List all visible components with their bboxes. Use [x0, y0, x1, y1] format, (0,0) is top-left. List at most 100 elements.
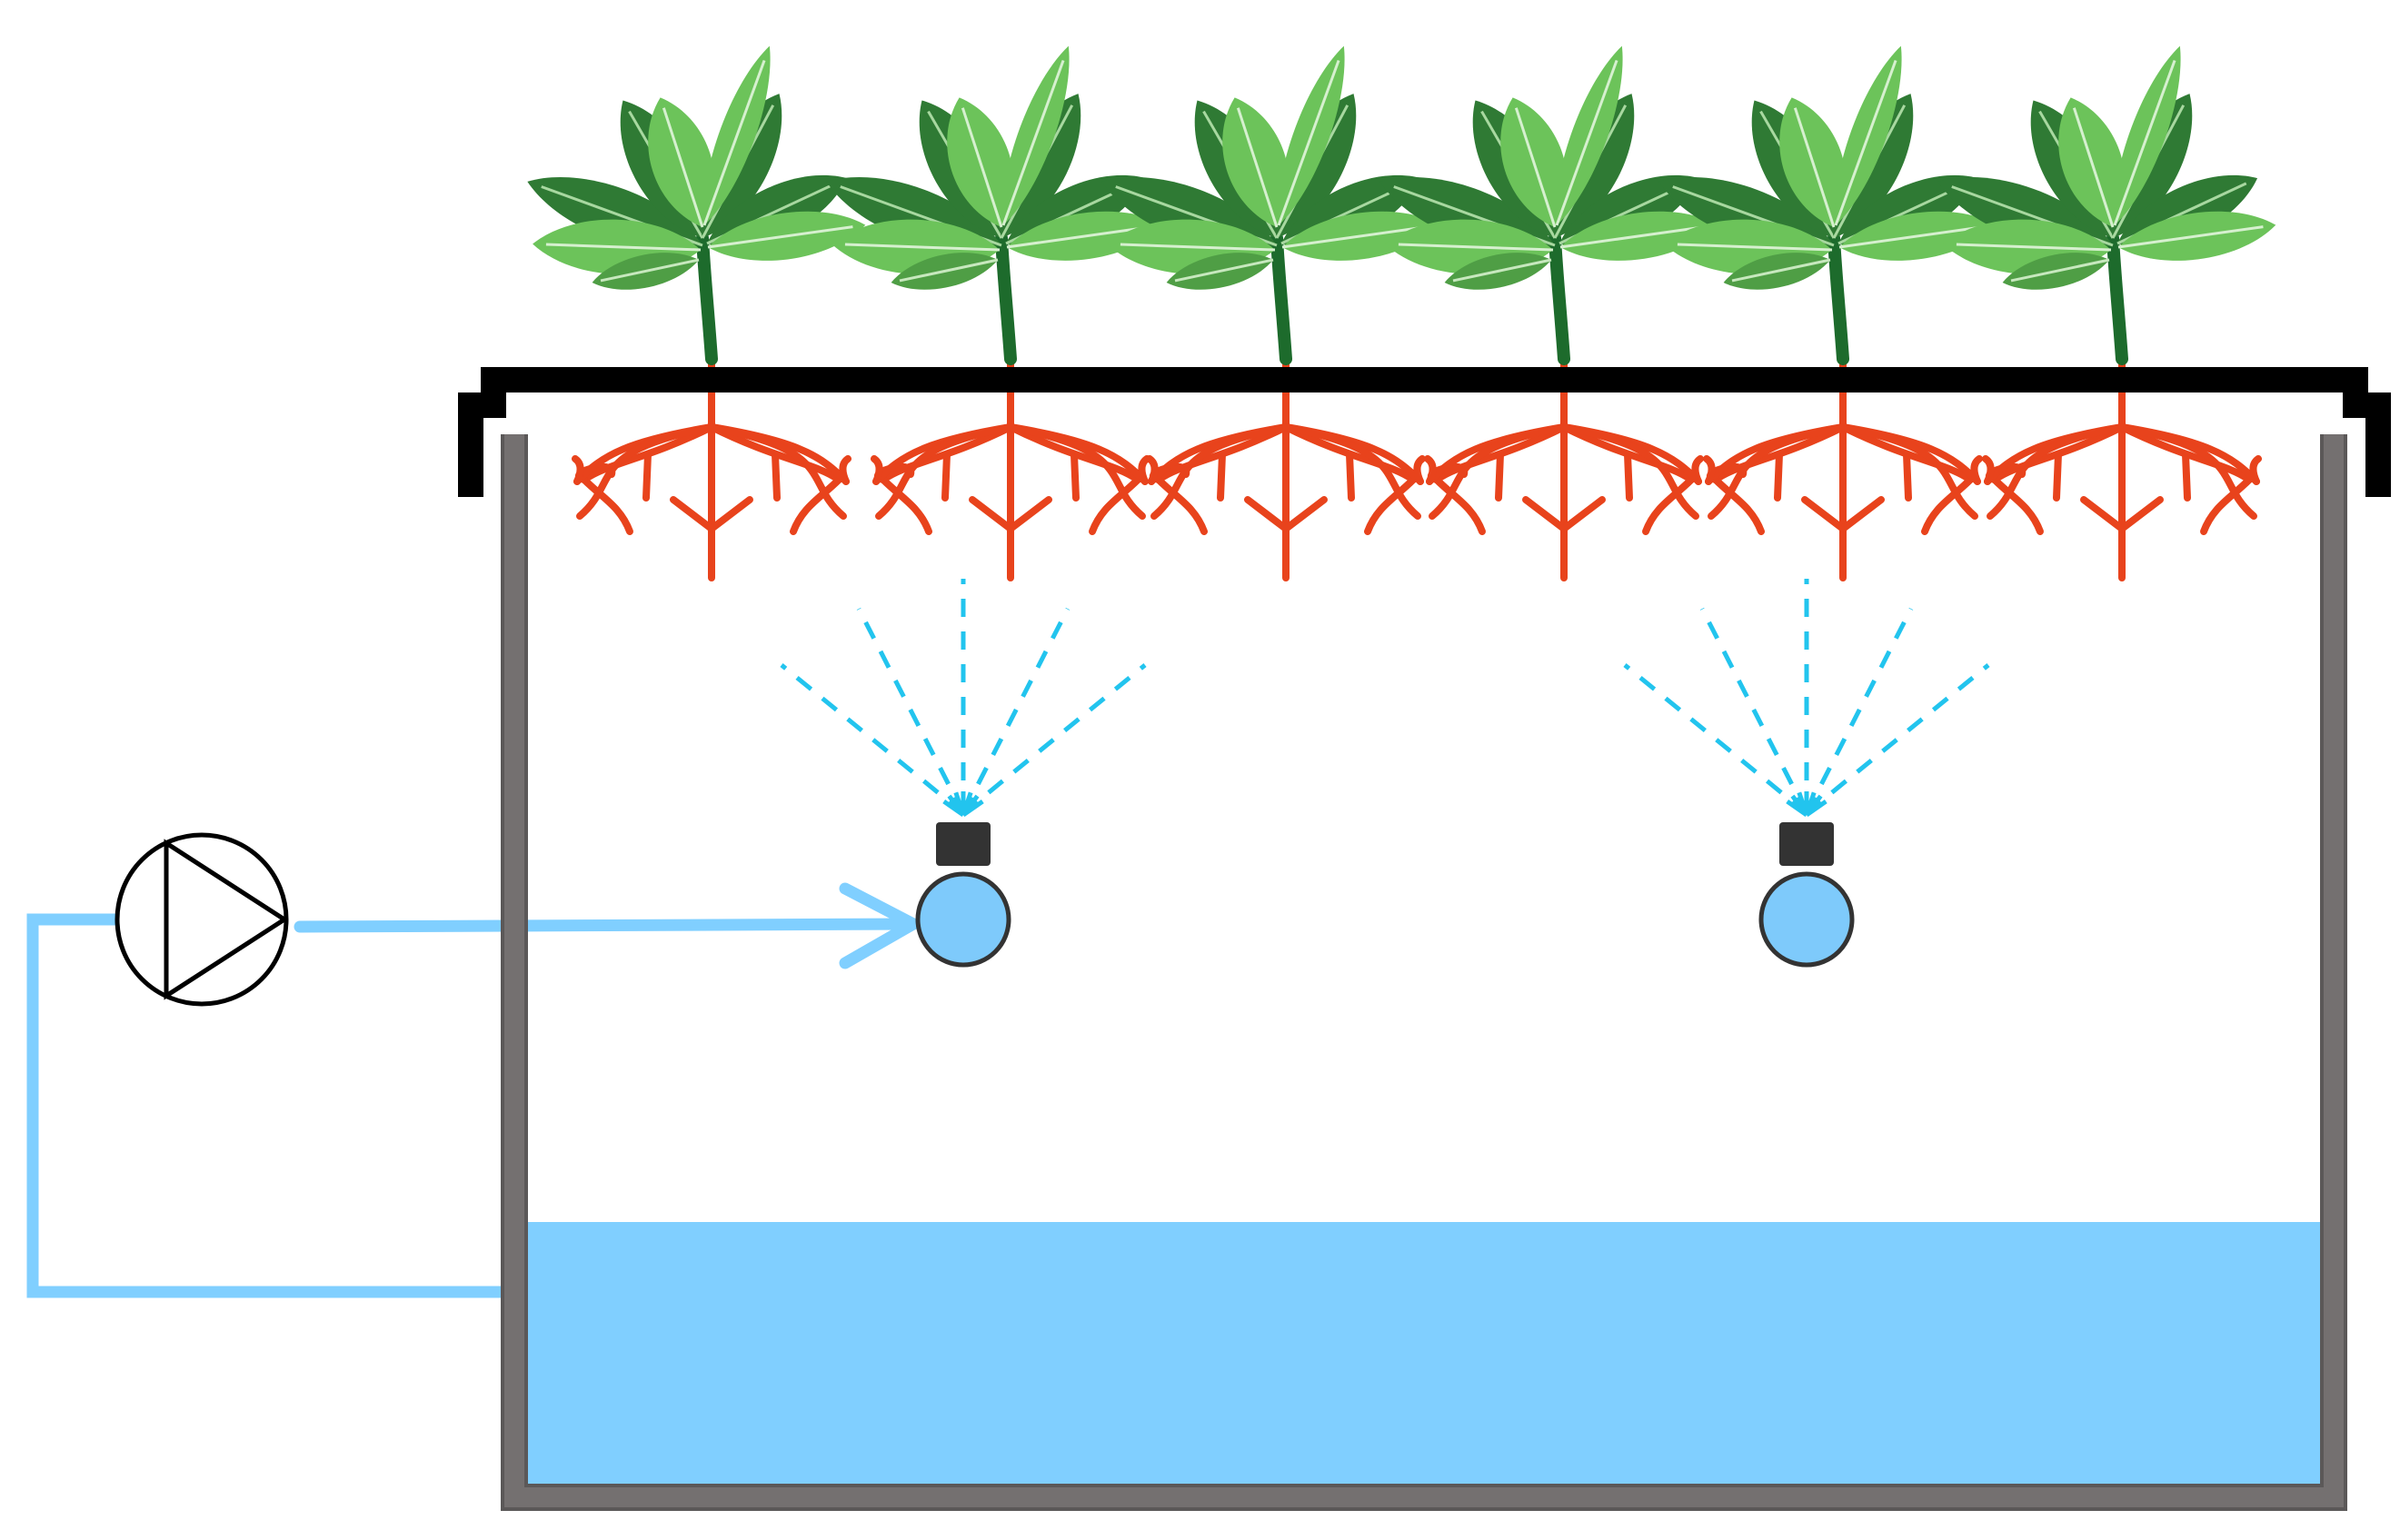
root-branch: [2118, 496, 2164, 532]
leaf-vein: [961, 107, 1003, 228]
plant-icon: [826, 45, 1165, 365]
root-branch: [708, 496, 753, 532]
root-branch: [1413, 455, 1426, 485]
leaf-vein: [545, 243, 702, 252]
root-branch: [1903, 451, 1912, 502]
root-branch: [1282, 423, 1421, 520]
leaf: [1723, 253, 1831, 290]
nozzle-cap: [1779, 822, 1834, 866]
leaf-vein: [844, 243, 1001, 252]
leaf-vein: [2072, 107, 2115, 228]
root-branch: [880, 423, 1014, 483]
root-branch: [1346, 451, 1355, 502]
root-branch: [790, 476, 842, 535]
leaf: [1444, 253, 1552, 290]
root-branch: [1839, 423, 1978, 520]
flow-arrowhead: [839, 882, 920, 969]
plant-stem: [1827, 232, 1849, 365]
root-branch: [581, 423, 715, 483]
root-branch: [1282, 423, 1417, 483]
root-branch: [708, 423, 842, 483]
return-pipe: [26, 913, 514, 1298]
root-branch: [1282, 496, 1328, 532]
root-branch: [2080, 496, 2126, 532]
plant-stem: [2106, 232, 2128, 365]
root-branch: [2118, 423, 2253, 483]
root-branch: [1712, 423, 1847, 483]
leaf-vein: [1555, 59, 1618, 226]
root-branch: [880, 476, 932, 535]
root-system-icon: [1146, 360, 1426, 581]
spray-nozzle-icon: [915, 822, 1011, 968]
mist-line: [1805, 663, 1990, 815]
mist-line: [856, 607, 966, 815]
leaf-vein: [899, 258, 999, 283]
pump-body: [115, 832, 289, 1007]
root-branch: [1712, 476, 1765, 535]
root-branch: [642, 451, 652, 502]
plant-stem: [1270, 232, 1292, 365]
root-branch: [1217, 451, 1226, 502]
leaf: [891, 253, 999, 290]
root-branch: [839, 455, 851, 485]
leaf: [592, 253, 700, 290]
root-branch: [1155, 476, 1208, 535]
leaf: [1001, 45, 1070, 226]
plant-icon: [1937, 45, 2276, 365]
leaf: [2058, 97, 2126, 228]
tank: [501, 434, 2347, 1511]
plant-group: [527, 45, 2276, 365]
leaf: [1555, 45, 1623, 226]
leaf: [1779, 97, 1847, 228]
mist-line: [1699, 607, 1809, 815]
water-pipe: [26, 882, 920, 1298]
nozzle-head: [1758, 871, 1855, 968]
leaf-vein: [662, 107, 704, 228]
leaf-vein: [1398, 243, 1554, 252]
leaf-vein: [1838, 225, 1985, 249]
root-branch: [1007, 423, 1141, 483]
plant-stem: [995, 232, 1017, 365]
root-branch: [1991, 476, 2044, 535]
leaf-vein: [2010, 258, 2110, 283]
tank-wall: [504, 434, 2344, 1507]
mist-spray: [1623, 579, 1990, 818]
root-branch: [1642, 476, 1695, 535]
leaf-vein: [1793, 107, 1836, 228]
pump-triangle: [164, 839, 289, 1000]
root-branch: [1007, 423, 1146, 520]
leaf-vein: [2113, 59, 2176, 226]
root-branch: [1424, 455, 1437, 485]
root-system-icon: [871, 360, 1150, 581]
mist-spray: [780, 579, 1147, 818]
leaf-vein: [1452, 258, 1552, 283]
nozzle-cap: [936, 822, 991, 866]
root-branch: [2182, 451, 2191, 502]
mist-line: [1623, 663, 1808, 815]
root-system-icon: [1424, 360, 1704, 581]
mist-tip: [961, 800, 984, 818]
root-branch: [1839, 423, 1974, 483]
leaf: [1222, 97, 1290, 228]
root-branch: [1982, 455, 1995, 485]
mist-line: [780, 663, 965, 815]
lid: [458, 367, 2391, 497]
root-branch: [2053, 451, 2062, 502]
leaf: [2113, 45, 2181, 226]
root-branch: [1495, 451, 1504, 502]
root-branch: [969, 496, 1014, 532]
root-branch: [1089, 476, 1141, 535]
root-branch: [1560, 423, 1699, 520]
leaf: [1500, 97, 1568, 228]
mist-line: [961, 663, 1147, 815]
leaf-vein: [1731, 258, 1831, 283]
leaf-vein: [702, 59, 766, 226]
root-branch: [1987, 423, 2126, 520]
root-branch: [1691, 455, 1704, 485]
mist-line: [1804, 607, 1914, 815]
root-branch: [1774, 451, 1783, 502]
root-branch: [1560, 423, 1695, 483]
root-branch: [1155, 423, 1290, 483]
spray-nozzle-icon: [1758, 822, 1855, 968]
